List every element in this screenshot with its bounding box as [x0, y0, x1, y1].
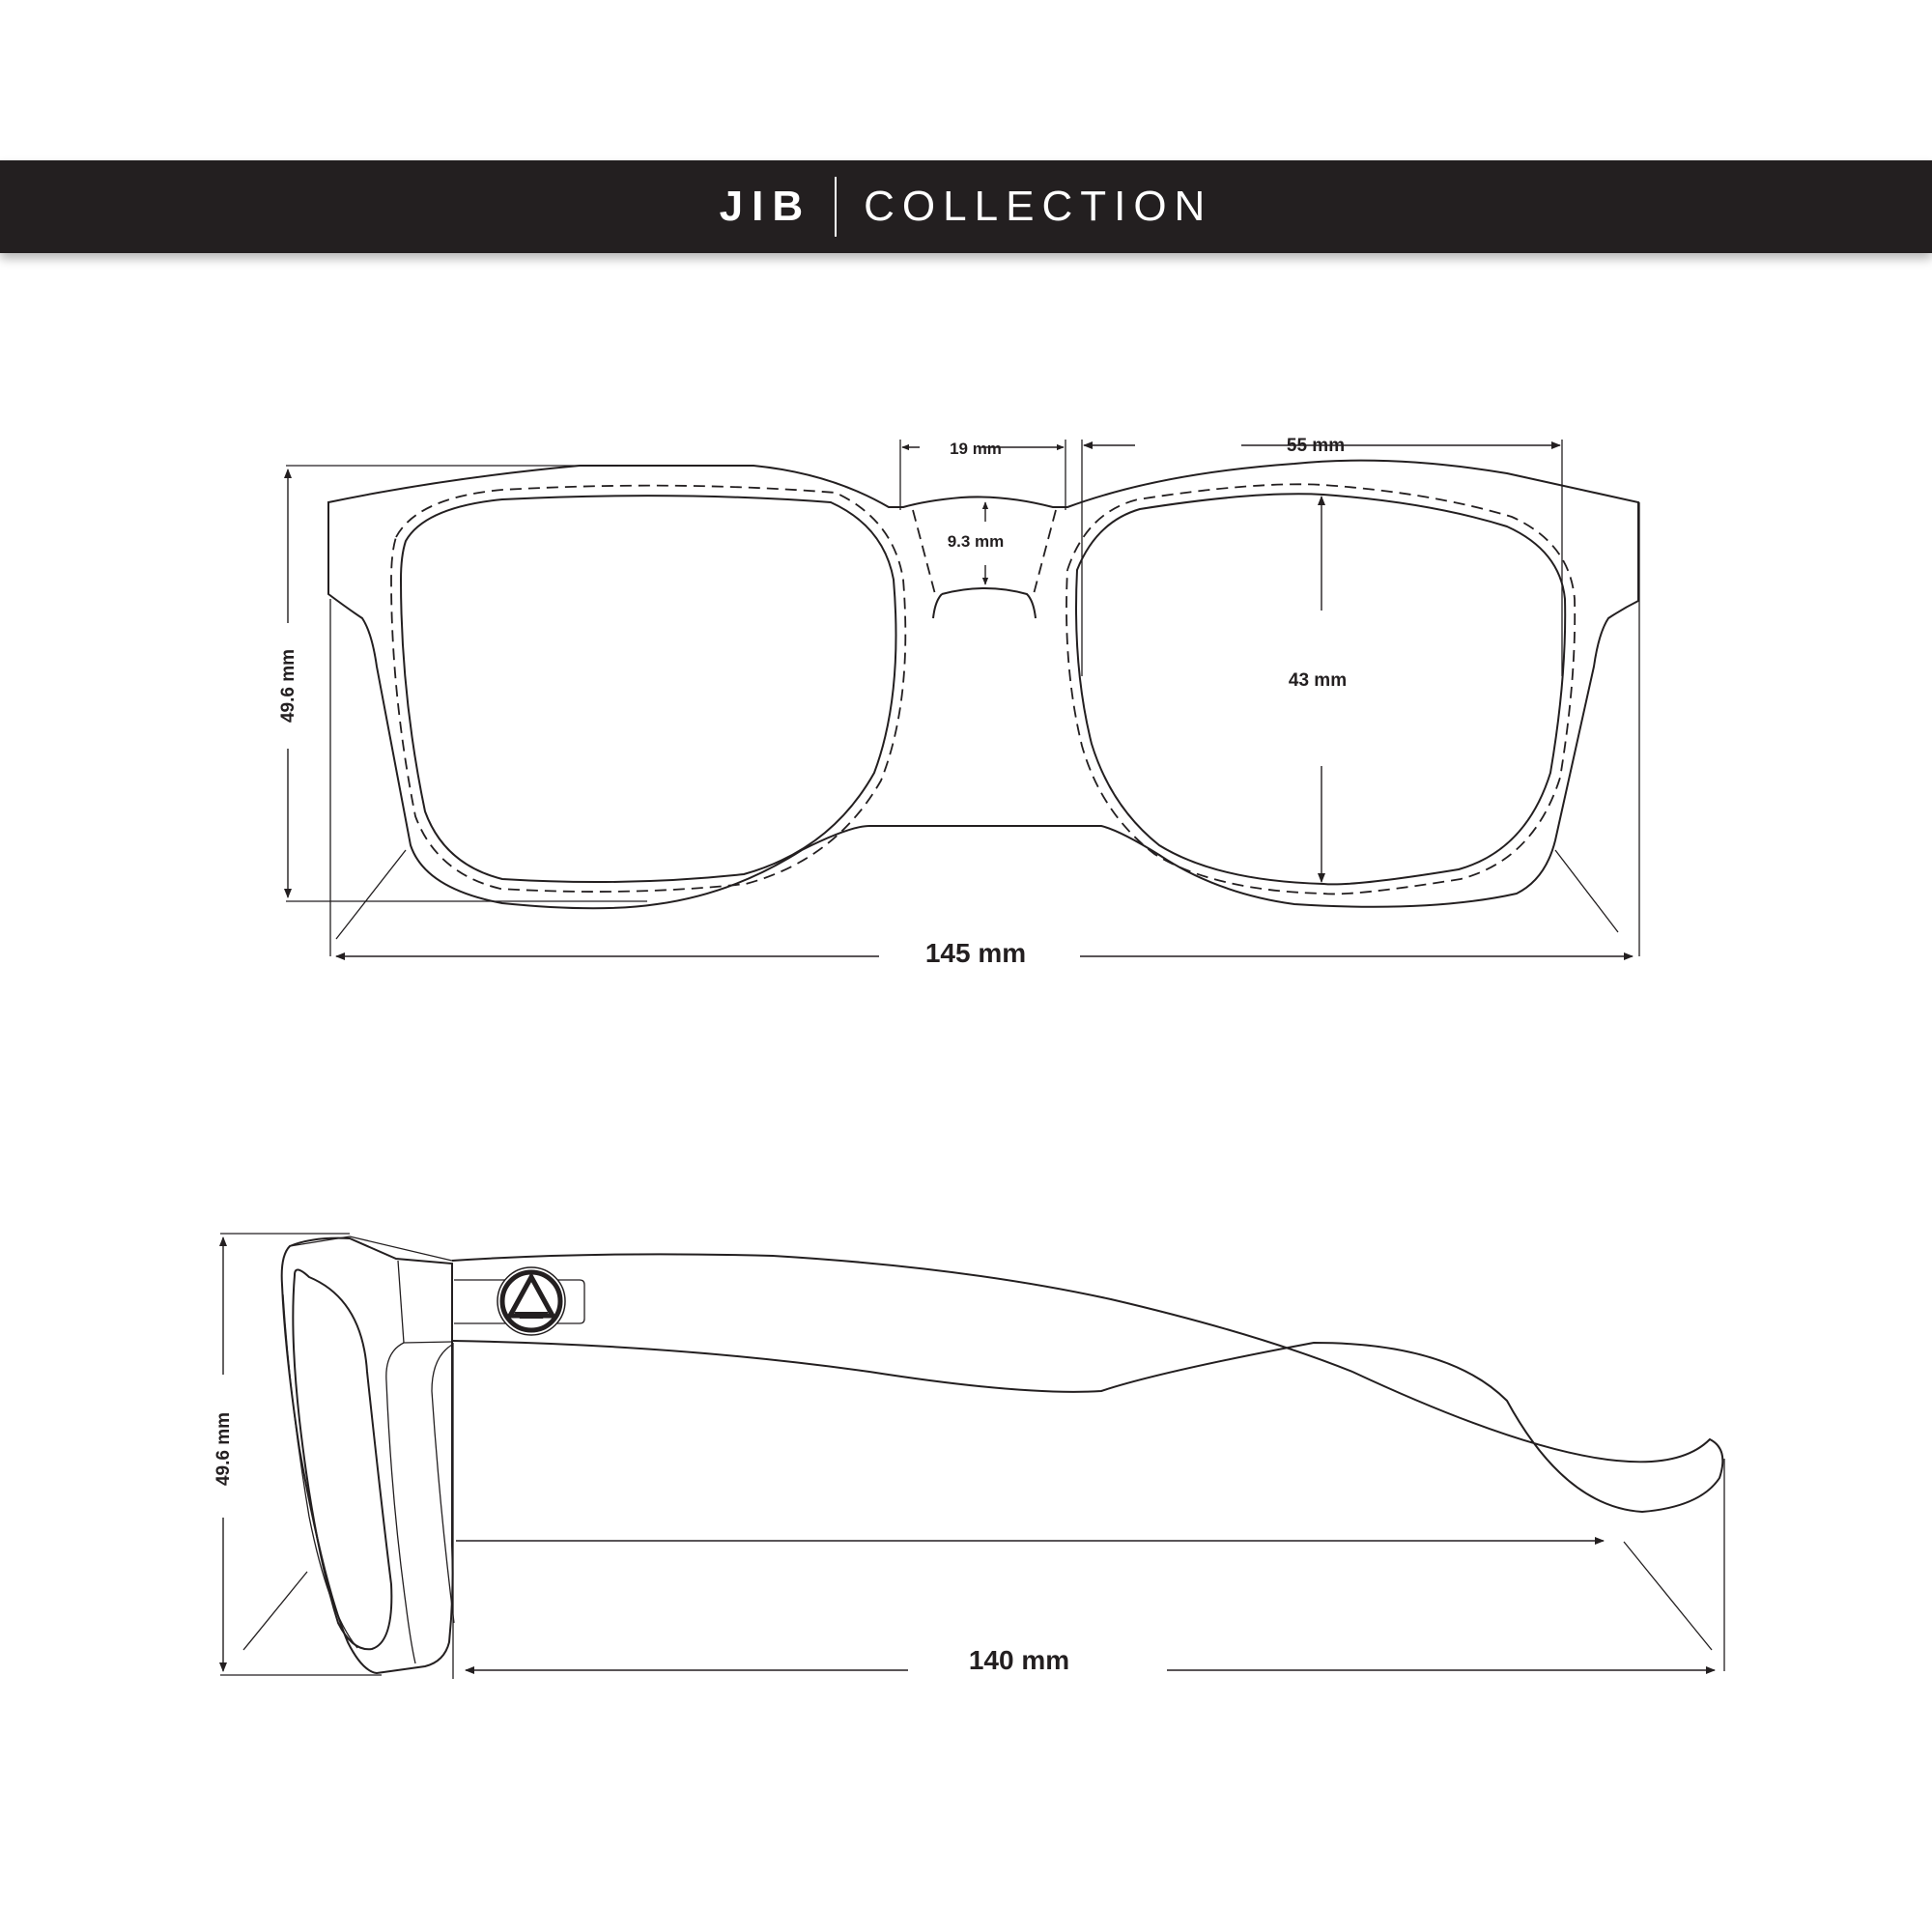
header-divider [835, 177, 838, 237]
frame-width-label: 145 mm [925, 938, 1026, 968]
left-lens-outline [399, 495, 897, 884]
bridge-outline [941, 587, 1037, 619]
frame-height-label: 49.6 mm [278, 649, 298, 723]
temple-length-label: 140 mm [969, 1645, 1069, 1675]
lens-width-label: 55 mm [1287, 436, 1345, 456]
side-lens-outline [292, 1268, 393, 1651]
side-front-outline [280, 1236, 454, 1675]
bridge-height-label: 9.3 mm [948, 532, 1005, 551]
model-name: JIB [719, 183, 812, 230]
left-lens-groove [390, 484, 907, 893]
hinge-tab [454, 1279, 585, 1324]
collection-header-banner: JIB COLLECTION [0, 160, 1932, 253]
right-lens-outline [1075, 493, 1567, 886]
side-view: 49.6 mm 140 mm [213, 1233, 1725, 1679]
lens-height-label: 43 mm [1289, 670, 1347, 691]
side-height-label: 49.6 mm [213, 1412, 234, 1486]
temple-arm-outline [451, 1253, 1724, 1514]
right-lens-groove [1065, 483, 1577, 895]
triangle-in-circle-logo-icon [497, 1266, 566, 1336]
bridge-width-label: 19 mm [950, 440, 1002, 458]
collection-label: COLLECTION [864, 183, 1213, 230]
frame-outline [327, 459, 1639, 910]
front-view: 145 mm 49.6 mm 19 mm 9.3 mm 55 mm 43 mm [278, 436, 1640, 968]
